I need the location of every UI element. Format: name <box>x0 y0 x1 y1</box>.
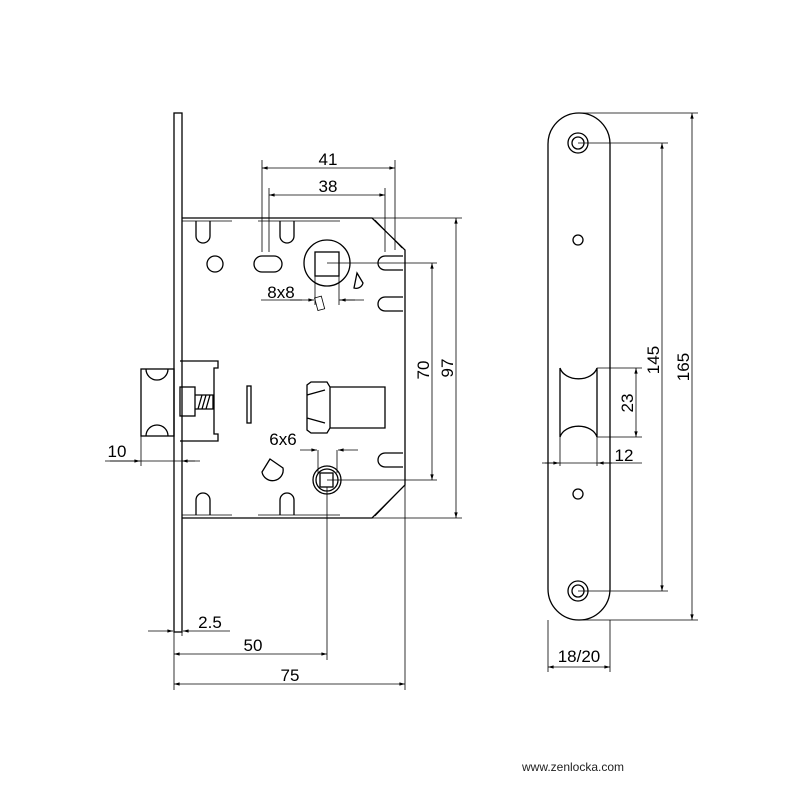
faceplate <box>173 112 183 633</box>
dim-8x8: 8x8 <box>267 283 294 302</box>
website-link[interactable]: www.zenlocka.com <box>522 760 625 774</box>
lock-dimension-lines: 41 38 8x8 6x6 70 97 10 2.5 50 75 <box>105 150 462 690</box>
dim-50: 50 <box>244 636 263 655</box>
strike-plate <box>547 112 611 621</box>
dim-75: 75 <box>281 666 300 685</box>
dim-18-20: 18/20 <box>558 647 601 666</box>
dim-165: 165 <box>674 353 693 381</box>
dim-70: 70 <box>414 361 433 380</box>
dim-97: 97 <box>438 359 457 378</box>
dim-38: 38 <box>319 177 338 196</box>
dim-145: 145 <box>644 346 663 374</box>
dim-2-5: 2.5 <box>198 613 222 632</box>
lock-body <box>140 217 406 519</box>
strike-dimension-lines: 165 145 23 12 18/20 <box>542 112 698 672</box>
dim-41: 41 <box>319 150 338 169</box>
dim-10: 10 <box>108 442 127 461</box>
dim-12: 12 <box>615 446 634 465</box>
dim-23: 23 <box>618 394 637 413</box>
dim-6x6: 6x6 <box>269 430 296 449</box>
